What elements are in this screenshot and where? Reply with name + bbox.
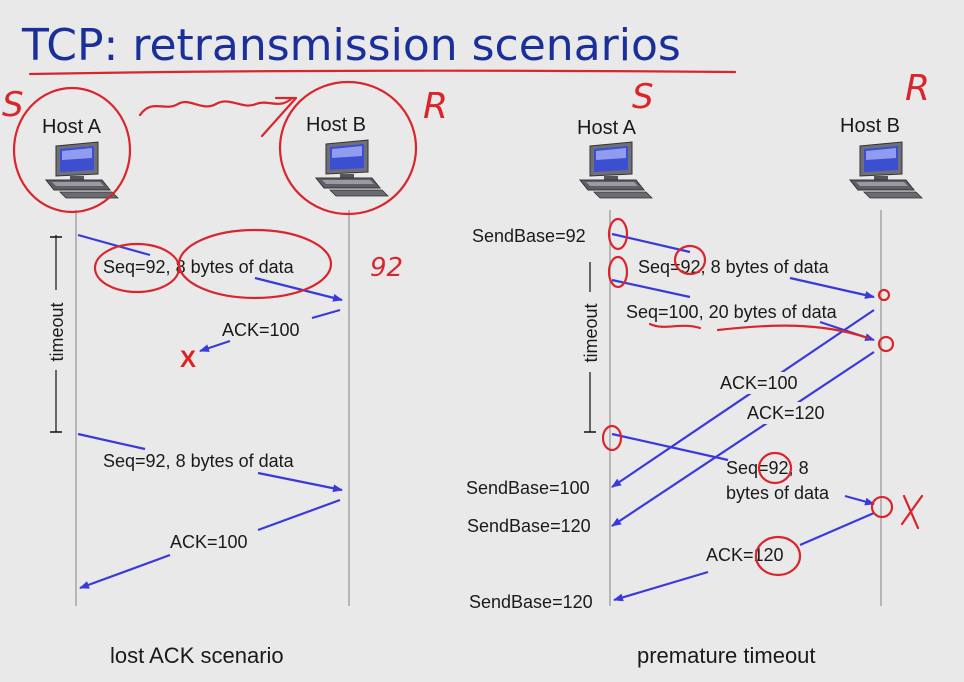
handwritten-annotations: S R S R 92 <box>2 68 930 577</box>
sendbase-120b-label: SendBase=120 <box>469 592 593 612</box>
hand-92: 92 <box>370 253 403 283</box>
hand-r-right: R <box>905 68 930 109</box>
right-retx-arrow-start <box>611 432 729 462</box>
left-ack1-arrow-start <box>311 308 341 320</box>
right-timeout-label: timeout <box>581 303 601 362</box>
right-host-a-computer-icon <box>579 141 653 199</box>
right-ack100-label: ACK=100 <box>720 373 798 393</box>
slide-title: TCP: retransmission scenarios <box>21 20 681 71</box>
bytes-underline <box>716 324 870 340</box>
left-msg2-label: Seq=92, 8 bytes of data <box>103 451 295 471</box>
hand-s-left: S <box>2 85 24 125</box>
left-ack2-arrow-start <box>257 498 341 532</box>
right-ack120-arrow <box>611 351 875 527</box>
lost-ack-x-marker: X <box>180 346 196 373</box>
right-retx-arrow-end <box>844 494 875 506</box>
left-msg1-label: Seq=92, 8 bytes of data <box>103 257 295 277</box>
right-msg1-arrow-end <box>789 276 875 299</box>
right-msg2-label: Seq=100, 20 bytes of data <box>626 302 838 322</box>
right-caption: premature timeout <box>637 643 816 668</box>
recv-retx-circle <box>870 495 894 519</box>
left-msg1-arrow-end <box>254 276 343 302</box>
hand-r-left: R <box>423 86 448 127</box>
retx-start-circle <box>601 424 623 452</box>
left-host-a-label: Host A <box>42 116 102 138</box>
left-host-b-computer-icon <box>315 139 389 197</box>
data-bytes-circle <box>177 228 333 300</box>
right-host-b-computer-icon <box>849 141 923 199</box>
recv-dot-1 <box>877 288 891 302</box>
send-92-circle <box>607 217 629 251</box>
right-host-b-label: Host B <box>840 115 900 137</box>
sendbase-120a-label: SendBase=120 <box>467 516 591 536</box>
right-ack3-arrow-start <box>799 511 875 547</box>
right-msg1-label: Seq=92, 8 bytes of data <box>638 257 830 277</box>
right-ack100-arrow <box>611 309 875 488</box>
host-a-circle <box>12 86 132 214</box>
seq92-retx-circle <box>757 451 793 485</box>
left-host-a-computer-icon <box>45 141 119 199</box>
right-msg1-arrow-start <box>611 232 691 254</box>
left-ack2-arrow-end <box>79 553 171 590</box>
send-100-circle <box>607 255 629 289</box>
host-b-circle <box>278 80 418 216</box>
right-ack120-label: ACK=120 <box>747 403 825 423</box>
left-host-b-label: Host B <box>306 114 366 136</box>
right-retx-label-2: bytes of data <box>726 483 830 503</box>
left-caption: lost ACK scenario <box>110 643 284 668</box>
right-ack3-arrow-end <box>613 570 709 602</box>
left-ack2-label: ACK=100 <box>170 532 248 552</box>
left-msg2-arrow-end <box>257 471 343 493</box>
seq92-right-circle <box>673 244 707 276</box>
ack120-circle <box>754 535 802 577</box>
recv-retx-x <box>900 494 924 530</box>
left-timeout-label: timeout <box>47 302 67 361</box>
seq100-underline <box>648 322 702 330</box>
recv-dot-2 <box>877 335 895 353</box>
left-ack1-arrow-end <box>199 339 231 353</box>
right-host-a-label: Host A <box>577 117 637 139</box>
sender-to-receiver-squiggle <box>138 96 294 117</box>
squiggle-arrowhead <box>260 96 298 138</box>
title-underline <box>28 69 737 76</box>
left-msg2-arrow-start <box>77 432 146 451</box>
left-msg1-arrow-start <box>77 233 151 257</box>
sendbase-100-label: SendBase=100 <box>466 478 590 498</box>
left-ack1-label: ACK=100 <box>222 320 300 340</box>
right-retx-label-1: Seq=92, 8 <box>726 458 809 478</box>
hand-s-right: S <box>632 77 654 117</box>
right-ack3-label: ACK=120 <box>706 545 784 565</box>
sendbase-92-label: SendBase=92 <box>472 226 586 246</box>
